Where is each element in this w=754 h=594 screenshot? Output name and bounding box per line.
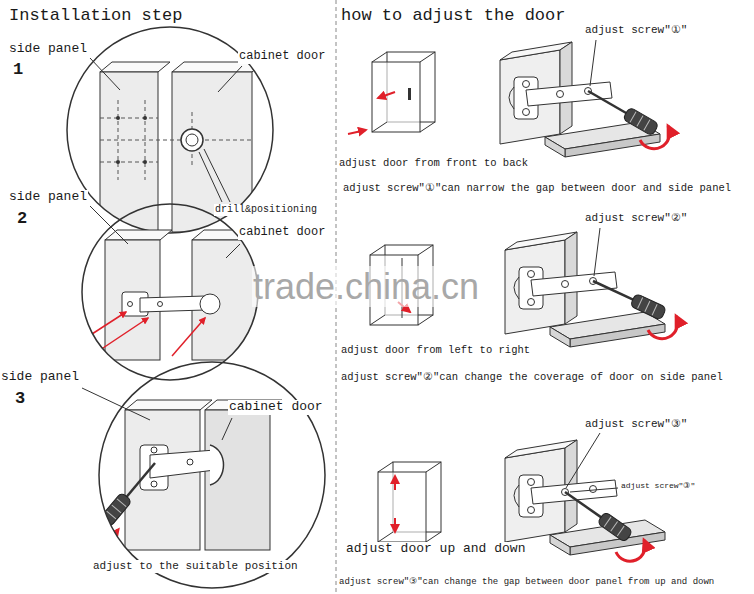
leader-line	[82, 388, 150, 420]
step1-detail	[186, 134, 198, 146]
step1-detail	[100, 72, 158, 232]
hinge-adjust-sketch	[585, 85, 660, 136]
part-label: cabinet door	[238, 226, 326, 240]
cabinet-sketch	[378, 92, 395, 98]
instruction-note: adjust screw"①"can narrow the gap betwee…	[342, 182, 732, 194]
step1-detail	[145, 100, 146, 180]
hinge-adjust-sketch	[648, 316, 678, 339]
step3-detail	[89, 510, 118, 536]
screw-label: adjust screw"②"	[584, 212, 688, 225]
detail-circle	[82, 204, 258, 380]
step1-detail	[100, 140, 252, 141]
part-label: cabinet door	[238, 50, 326, 64]
step-number: 1	[12, 60, 24, 80]
step1-detail	[100, 62, 170, 72]
part-label: cabinet door	[228, 400, 324, 415]
hinge-adjust-sketch	[570, 488, 618, 492]
instruction-note: adjust door up and down	[345, 542, 526, 557]
step1-detail	[143, 160, 147, 164]
step2-detail	[128, 302, 133, 307]
leader-line	[222, 418, 232, 440]
cabinet-sketch	[408, 88, 411, 100]
heading: how to adjust the door	[340, 6, 566, 26]
step3-detail	[100, 459, 161, 528]
screw-label: adjust screw"①"	[584, 24, 688, 37]
hinge-adjust-sketch	[566, 433, 600, 488]
step1-detail	[143, 116, 147, 120]
hinge-adjust-sketch	[500, 42, 660, 157]
hinge-adjust-sketch	[505, 232, 665, 347]
hinge-adjust-sketch	[561, 486, 633, 542]
step3-detail	[151, 447, 157, 453]
part-label: side panel	[0, 370, 80, 385]
step3-detail	[89, 400, 282, 550]
step1-detail	[181, 129, 203, 151]
leader-line	[204, 149, 230, 202]
step3-detail	[125, 410, 200, 550]
part-label: side panel	[8, 42, 88, 57]
instruction-note: adjust screw"③"can change the gap betwee…	[338, 577, 715, 587]
step3-detail	[151, 481, 157, 487]
instruction-note: adjust door from front to back	[338, 157, 529, 169]
heading: Installation step	[8, 6, 183, 26]
step3-detail	[205, 410, 270, 550]
watermark: trade.china.cn	[252, 266, 480, 307]
step2-detail	[172, 318, 205, 356]
step-number: 2	[16, 209, 28, 229]
step1-detail	[100, 118, 158, 119]
leader-line	[82, 388, 232, 440]
step3-detail	[150, 450, 215, 478]
screw-label: adjust screw"③"	[620, 481, 696, 490]
step2-detail	[200, 294, 220, 314]
screw-label: adjust screw"③"	[584, 418, 688, 431]
hinge-adjust-sketch	[640, 126, 670, 149]
step2-detail	[140, 296, 205, 312]
instruction-note: adjust door from left to right	[340, 344, 531, 356]
detail-circle	[99, 362, 325, 588]
step2-detail	[158, 302, 163, 307]
part-label: drill&positioning	[214, 204, 318, 216]
step3-detail	[125, 400, 212, 410]
step3-detail	[210, 445, 224, 485]
cabinet-sketch	[394, 518, 396, 532]
leader-line	[90, 58, 120, 90]
step2-detail	[100, 318, 148, 350]
instruction-note: adjust screw"②"can change the coverage o…	[340, 371, 724, 383]
step1-detail	[118, 100, 119, 180]
cabinet-sketch	[348, 130, 366, 134]
hinge-adjust-sketch	[616, 540, 645, 561]
step3-detail	[187, 459, 193, 465]
step-number: 3	[14, 389, 26, 409]
leader-line	[218, 66, 242, 92]
hinge-adjust-sketch	[594, 228, 600, 276]
step1-detail	[116, 160, 120, 164]
cabinet-sketch	[394, 476, 396, 490]
cabinet-sketch	[372, 52, 435, 132]
instruction-note: adjust to the suitable position	[92, 560, 299, 573]
step1-detail	[100, 162, 158, 163]
hinge-adjust-sketch	[590, 275, 667, 321]
leader-line	[226, 244, 240, 258]
leader-line	[199, 152, 222, 202]
leader-line	[90, 206, 128, 244]
leader-line	[90, 58, 242, 202]
step1-detail	[116, 116, 120, 120]
part-label: side panel	[8, 190, 88, 205]
step2-detail	[92, 312, 126, 334]
cabinet-sketch	[378, 462, 441, 542]
hinge-adjust-sketch	[590, 40, 596, 86]
